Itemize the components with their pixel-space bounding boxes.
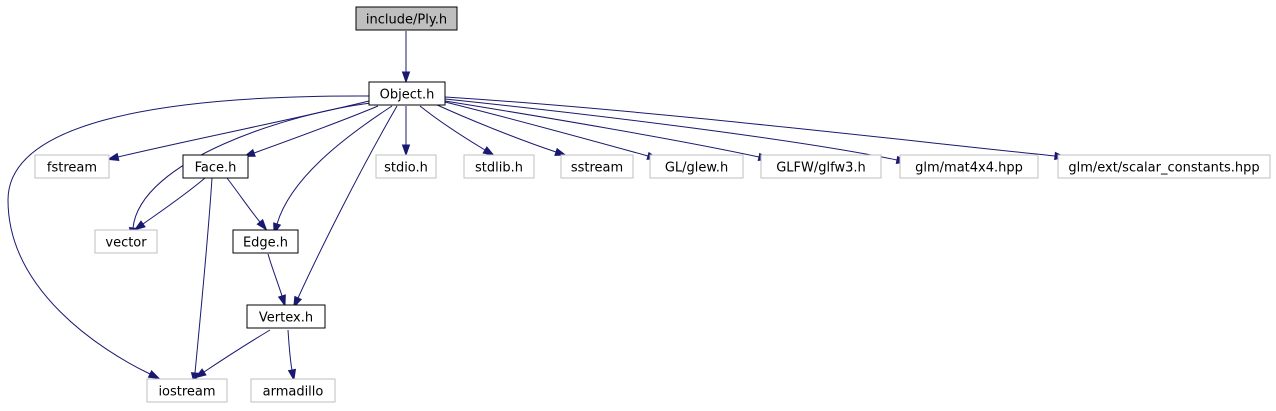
node-stdlib: stdlib.h bbox=[463, 154, 535, 179]
edge-line bbox=[297, 105, 398, 299]
edge-object-to-mat4x4 bbox=[444, 98, 909, 165]
node-label: glm/ext/scalar_constants.hpp bbox=[1068, 161, 1259, 176]
node-box bbox=[649, 154, 744, 179]
node-box bbox=[375, 154, 437, 179]
node-box bbox=[250, 378, 336, 403]
edge-line bbox=[276, 105, 393, 225]
graph-edges bbox=[7, 31, 1067, 385]
node-glew: GL/glew.h bbox=[649, 154, 744, 179]
edge-arrowhead bbox=[401, 144, 411, 157]
node-stdio: stdio.h bbox=[375, 154, 437, 179]
node-box bbox=[146, 378, 228, 403]
edge-face-to-edge bbox=[226, 177, 268, 231]
node-sstream: sstream bbox=[560, 154, 634, 179]
edge-object-to-vertex bbox=[293, 105, 398, 309]
node-box bbox=[182, 154, 249, 179]
edge-object-to-iostream bbox=[7, 95, 370, 380]
edge-arrowhead bbox=[482, 146, 495, 156]
edge-line bbox=[226, 177, 261, 223]
edge-line bbox=[203, 329, 271, 373]
edge-line bbox=[434, 103, 557, 153]
edge-ply-to-object bbox=[401, 31, 411, 84]
node-label: vector bbox=[105, 236, 147, 251]
node-mat4x4: glm/mat4x4.hpp bbox=[899, 154, 1039, 179]
node-iostream: iostream bbox=[146, 378, 228, 403]
edge-arrowhead bbox=[401, 71, 411, 84]
edge-object-to-stdlib bbox=[419, 105, 495, 156]
edge-object-to-stdio bbox=[401, 106, 411, 157]
node-label: iostream bbox=[158, 385, 215, 400]
node-ply[interactable]: include/Ply.h bbox=[355, 6, 458, 31]
node-vector: vector bbox=[94, 229, 158, 254]
node-edge[interactable]: Edge.h bbox=[232, 229, 299, 254]
edge-object-to-face bbox=[243, 105, 379, 157]
node-label: fstream bbox=[47, 161, 97, 176]
edge-line bbox=[287, 329, 293, 371]
node-box bbox=[232, 229, 299, 254]
edge-line bbox=[194, 177, 213, 374]
node-box bbox=[560, 154, 634, 179]
node-armadillo: armadillo bbox=[250, 378, 336, 403]
node-label: GLFW/glfw3.h bbox=[776, 161, 866, 176]
node-label: Face.h bbox=[195, 161, 237, 176]
edge-line bbox=[142, 177, 206, 225]
edge-line bbox=[444, 96, 1056, 157]
node-scalar: glm/ext/scalar_constants.hpp bbox=[1057, 154, 1271, 179]
node-label: GL/glew.h bbox=[665, 161, 728, 176]
node-fstream: fstream bbox=[34, 154, 110, 179]
node-label: stdio.h bbox=[384, 161, 428, 176]
edge-line bbox=[419, 105, 486, 151]
node-label: Edge.h bbox=[243, 236, 288, 251]
edge-line bbox=[7, 95, 370, 375]
edge-vertex-to-armadillo bbox=[287, 329, 297, 382]
node-label: Vertex.h bbox=[259, 311, 313, 326]
node-label: armadillo bbox=[263, 385, 324, 400]
edge-object-to-sstream bbox=[434, 103, 567, 156]
node-box bbox=[463, 154, 535, 179]
node-box bbox=[246, 304, 326, 329]
edge-line bbox=[132, 102, 372, 229]
edge-arrowhead bbox=[277, 294, 286, 307]
node-box bbox=[1057, 154, 1271, 179]
edge-line bbox=[444, 98, 898, 161]
edge-line bbox=[444, 100, 760, 158]
node-box bbox=[368, 81, 446, 106]
node-label: Object.h bbox=[380, 88, 435, 103]
edge-face-to-iostream bbox=[190, 177, 213, 385]
edge-edge-to-vertex bbox=[267, 253, 286, 307]
edge-arrowhead bbox=[147, 369, 161, 380]
node-face[interactable]: Face.h bbox=[182, 154, 249, 179]
edge-arrowhead bbox=[554, 147, 567, 156]
node-box bbox=[899, 154, 1039, 179]
edge-line bbox=[267, 253, 283, 297]
edge-arrowhead bbox=[293, 295, 303, 309]
node-label: stdlib.h bbox=[475, 161, 523, 176]
edge-arrowhead bbox=[287, 368, 297, 382]
edge-arrowhead bbox=[194, 368, 207, 379]
edge-object-to-edge bbox=[273, 105, 393, 236]
node-object[interactable]: Object.h bbox=[368, 81, 446, 106]
node-glfw: GLFW/glfw3.h bbox=[760, 154, 882, 179]
edge-vertex-to-iostream bbox=[194, 329, 271, 379]
node-label: sstream bbox=[571, 161, 623, 176]
edge-arrowhead bbox=[256, 218, 268, 231]
edge-face-to-vector bbox=[133, 177, 206, 231]
node-label: glm/mat4x4.hpp bbox=[915, 161, 1023, 176]
edge-arrowhead bbox=[106, 152, 120, 161]
node-box bbox=[355, 6, 458, 31]
edge-object-to-scalar bbox=[444, 96, 1067, 161]
node-label: include/Ply.h bbox=[366, 13, 447, 28]
edge-line bbox=[253, 105, 379, 154]
node-box bbox=[94, 229, 158, 254]
edge-line bbox=[444, 101, 649, 157]
node-vertex[interactable]: Vertex.h bbox=[246, 304, 326, 329]
node-box bbox=[34, 154, 110, 179]
edge-arrowhead bbox=[133, 220, 146, 231]
node-box bbox=[760, 154, 882, 179]
